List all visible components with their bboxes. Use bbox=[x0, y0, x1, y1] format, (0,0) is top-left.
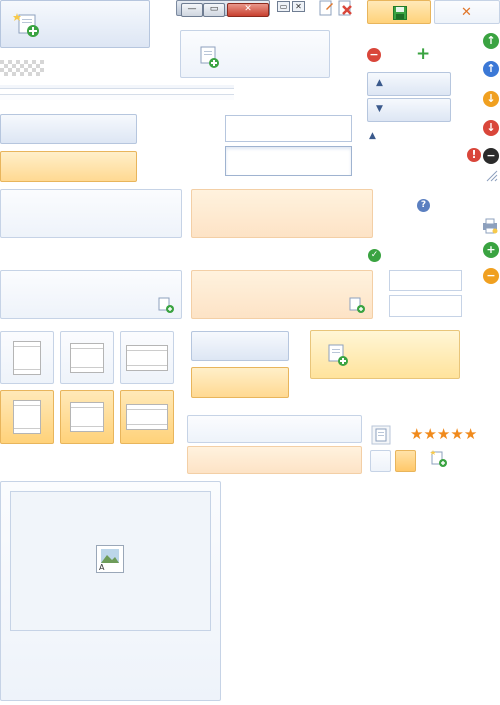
restore-button[interactable]: ▭ bbox=[203, 3, 225, 17]
window-controls: — ▭ ✕ bbox=[176, 0, 270, 17]
thumbnail-tile-selected-1[interactable] bbox=[0, 390, 54, 444]
save-button[interactable] bbox=[367, 0, 431, 24]
save-icon bbox=[393, 6, 407, 20]
move-up-button[interactable]: ▲ bbox=[367, 72, 451, 96]
page-thumbnail bbox=[126, 404, 168, 430]
triangle-up-icon: ▲ bbox=[376, 78, 383, 88]
close-window-button[interactable]: ✕ bbox=[227, 3, 269, 17]
thumbnail-tile-normal-3[interactable] bbox=[120, 331, 174, 384]
swatch-normal[interactable] bbox=[370, 450, 391, 472]
remove-orange-button[interactable]: − bbox=[483, 268, 499, 284]
small-restore-button[interactable]: ▭ bbox=[277, 1, 290, 12]
add-green-button[interactable]: + bbox=[483, 242, 499, 258]
edit-document-icon[interactable] bbox=[318, 0, 334, 16]
text-input-normal[interactable] bbox=[225, 115, 352, 142]
separator-line-top bbox=[0, 85, 234, 89]
placeholder-label: A bbox=[99, 563, 105, 572]
button-small-hover[interactable] bbox=[191, 367, 289, 398]
thumbnail-tile-normal-1[interactable] bbox=[0, 331, 54, 384]
panel-normal bbox=[0, 189, 182, 238]
page-thumbnail bbox=[70, 342, 104, 373]
transparency-checker bbox=[0, 60, 44, 76]
close-icon: ✕ bbox=[461, 5, 472, 20]
image-frame-inner: A bbox=[10, 491, 211, 631]
new-item-icon bbox=[349, 297, 365, 313]
picture-icon bbox=[101, 549, 119, 563]
new-item-tile-large[interactable] bbox=[0, 0, 150, 48]
thumbnail-tile-selected-3[interactable] bbox=[120, 390, 174, 444]
page-thumbnail bbox=[70, 402, 104, 432]
note-icon[interactable] bbox=[371, 425, 391, 445]
print-icon[interactable] bbox=[482, 218, 498, 234]
star-icon[interactable]: ★ bbox=[423, 425, 437, 443]
new-item-panel-normal[interactable] bbox=[0, 270, 182, 319]
close-button[interactable]: ✕ bbox=[434, 0, 500, 24]
new-item-tile-selected[interactable] bbox=[310, 330, 460, 379]
new-document-icon bbox=[13, 13, 39, 37]
remove-black-button[interactable]: − bbox=[483, 148, 499, 164]
image-frame-outer: A bbox=[0, 481, 221, 701]
button-hover-state[interactable] bbox=[0, 151, 137, 182]
warning-icon: ! bbox=[467, 148, 481, 162]
rating-stars[interactable]: ★★★★★ bbox=[410, 424, 486, 443]
star-icon[interactable]: ★ bbox=[450, 425, 464, 443]
page-thumbnail bbox=[126, 344, 168, 371]
image-placeholder-icon: A bbox=[96, 545, 124, 573]
small-input-focused[interactable] bbox=[389, 295, 462, 317]
star-icon[interactable]: ★ bbox=[463, 425, 478, 443]
up-arrow-green-button[interactable]: ↑ bbox=[483, 33, 499, 49]
triangle-down-icon: ▼ bbox=[376, 104, 383, 114]
swatch-hover[interactable] bbox=[395, 450, 416, 472]
new-item-panel-hover[interactable] bbox=[191, 270, 373, 319]
button-normal-state[interactable] bbox=[0, 114, 137, 144]
thumbnail-tile-normal-2[interactable] bbox=[60, 331, 114, 384]
star-icon[interactable]: ★ bbox=[436, 425, 451, 443]
wide-field-normal[interactable] bbox=[187, 415, 362, 443]
new-document-icon bbox=[328, 344, 348, 366]
button-small-normal[interactable] bbox=[191, 331, 289, 361]
new-item-icon[interactable] bbox=[430, 450, 448, 468]
add-icon[interactable]: + bbox=[416, 44, 431, 64]
minimize-button[interactable]: — bbox=[181, 3, 203, 17]
page-thumbnail bbox=[13, 400, 41, 434]
info-icon[interactable]: ? bbox=[417, 199, 430, 212]
small-close-button[interactable]: ✕ bbox=[292, 1, 305, 12]
remove-icon[interactable]: − bbox=[367, 48, 381, 62]
small-up-arrow-icon[interactable]: ▲ bbox=[369, 131, 376, 141]
check-icon: ✓ bbox=[368, 249, 381, 262]
new-document-icon bbox=[200, 46, 219, 68]
star-icon[interactable]: ★ bbox=[410, 425, 424, 443]
resize-grip-icon[interactable] bbox=[486, 170, 498, 182]
small-input-normal[interactable] bbox=[389, 270, 462, 291]
wide-field-hover[interactable] bbox=[187, 446, 362, 474]
thumbnail-tile-selected-2[interactable] bbox=[60, 390, 114, 444]
new-item-icon bbox=[158, 297, 174, 313]
down-arrow-orange-button[interactable]: ↓ bbox=[483, 91, 499, 107]
down-arrow-red-button[interactable]: ↓ bbox=[483, 120, 499, 136]
separator-line-bottom bbox=[0, 94, 234, 100]
move-down-button[interactable]: ▼ bbox=[367, 98, 451, 122]
text-input-focused[interactable] bbox=[225, 146, 352, 176]
page-thumbnail bbox=[13, 340, 41, 375]
up-arrow-blue-button[interactable]: ↑ bbox=[483, 61, 499, 77]
delete-document-icon[interactable] bbox=[337, 0, 353, 16]
new-item-tile-medium[interactable] bbox=[180, 30, 330, 78]
panel-hover bbox=[191, 189, 373, 238]
